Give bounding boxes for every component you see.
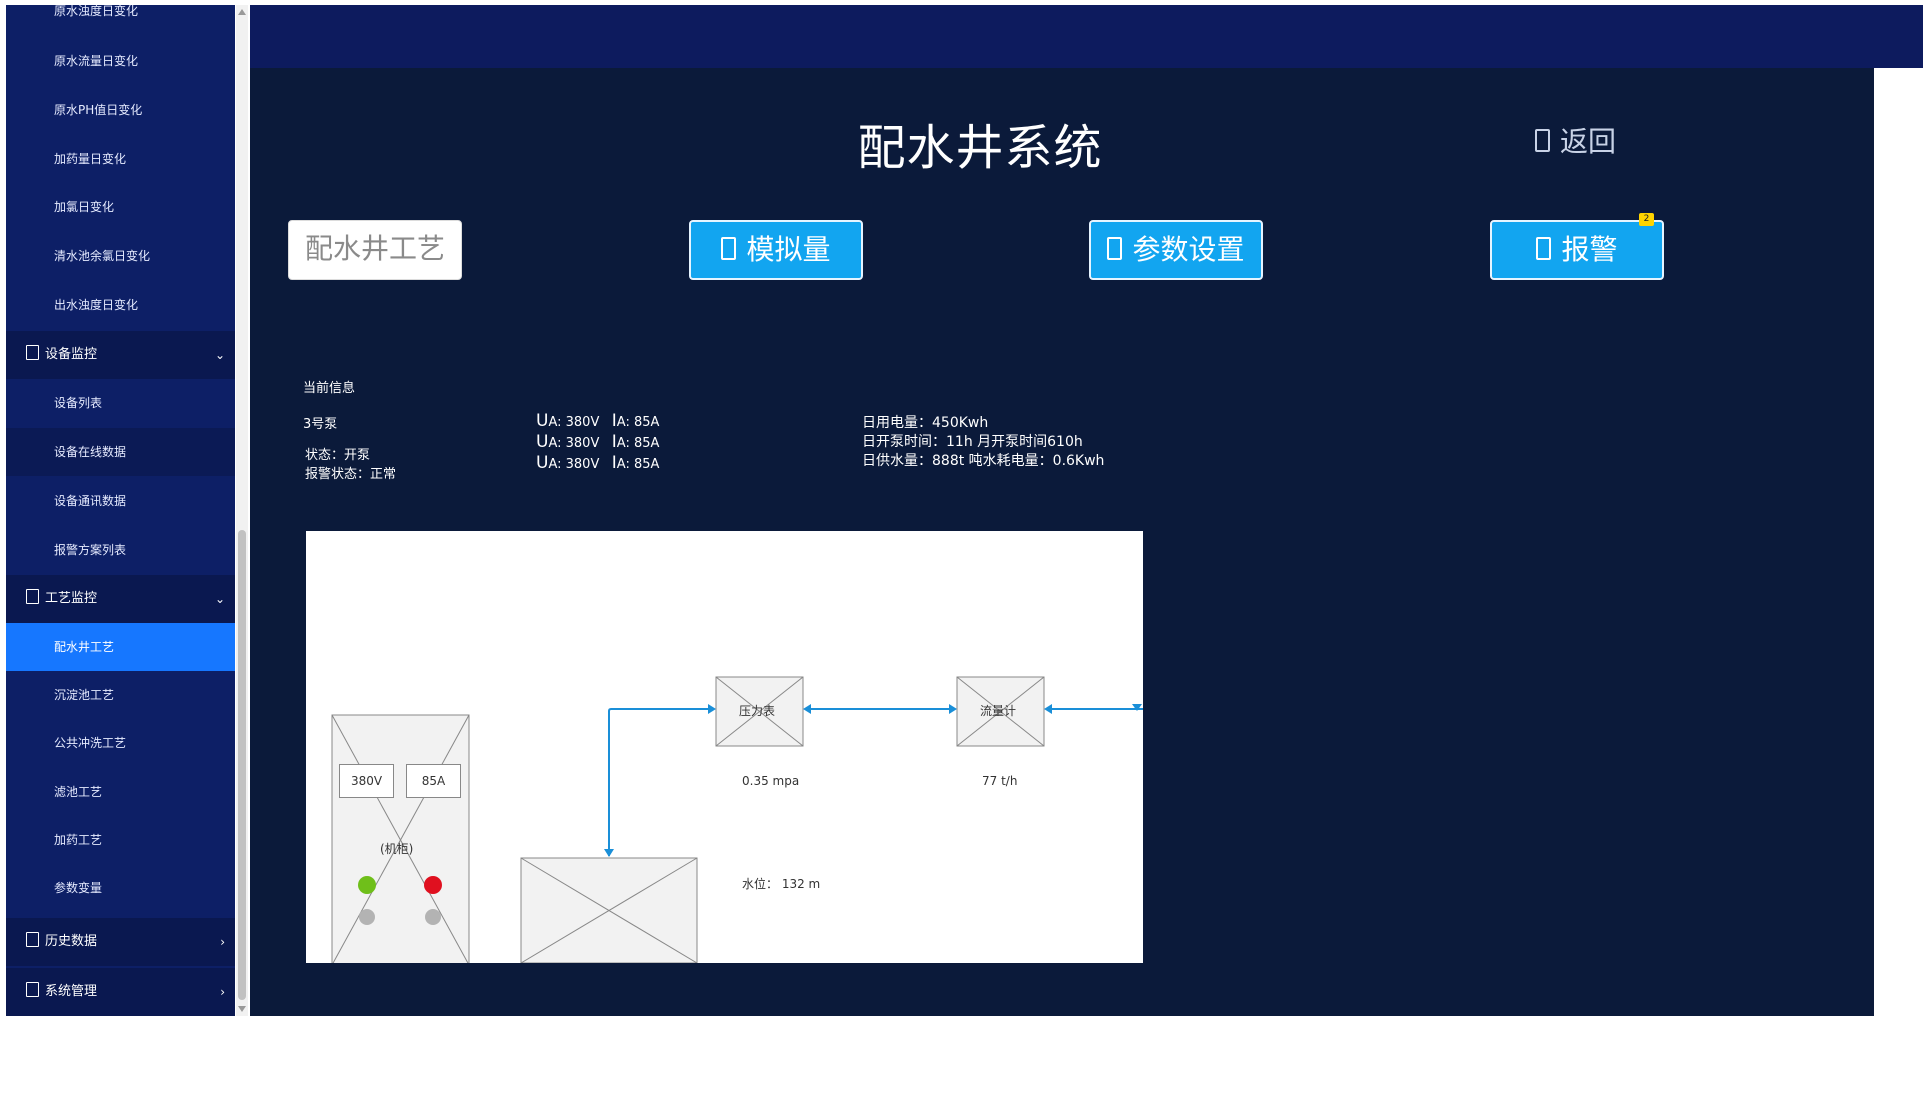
pipe-arrow <box>949 704 957 714</box>
chevron-right-icon: › <box>220 935 225 949</box>
sidebar-item-dosing-process[interactable]: 加药工艺 <box>6 816 235 864</box>
cabinet-cross-line <box>332 714 470 963</box>
pump-time: 日开泵时间：11h 月开泵时间610h <box>862 434 1083 450</box>
pump-name: 3号泵 <box>303 417 338 432</box>
back-link[interactable]: 返回 <box>1535 120 1616 160</box>
alarm-button[interactable]: 报警 2 <box>1490 213 1664 280</box>
sidebar-item-chlorine[interactable]: 加氯日变化 <box>6 183 235 231</box>
document-icon <box>26 932 39 947</box>
sidebar-group-process-monitor[interactable]: 工艺监控 ⌄ <box>6 575 235 623</box>
document-icon <box>26 589 39 604</box>
pipe-tank-to-gauge <box>608 708 714 856</box>
alarm-status: 报警状态：正常 <box>305 467 397 482</box>
alarm-badge: 2 <box>1639 213 1654 226</box>
sidebar: 原水浊度日变化 原水流量日变化 原水PH值日变化 加药量日变化 加氯日变化 清水… <box>6 5 235 1016</box>
sidebar-item-sedimentation[interactable]: 沉淀池工艺 <box>6 671 235 719</box>
sidebar-group-device-monitor[interactable]: 设备监控 ⌄ <box>6 331 235 379</box>
daily-power: 日用电量：450Kwh <box>862 415 989 431</box>
sidebar-item-dosing[interactable]: 加药量日变化 <box>6 135 235 183</box>
sidebar-item-raw-turbidity[interactable]: 原水浊度日变化 <box>6 5 235 35</box>
sidebar-item-device-online[interactable]: 设备在线数据 <box>6 428 235 476</box>
sidebar-item-device-comm[interactable]: 设备通讯数据 <box>6 477 235 525</box>
flow-value: 77 t/h <box>982 774 1018 788</box>
scroll-up-icon[interactable] <box>238 9 246 15</box>
lamp-green <box>358 876 376 894</box>
pressure-cross-line <box>715 676 804 747</box>
sidebar-item-param-vars[interactable]: 参数变量 <box>6 864 235 912</box>
top-header-bar <box>250 5 1923 68</box>
lamp-off <box>359 909 375 925</box>
electric-row: UA: 380V IA: 85A <box>536 432 660 452</box>
sidebar-item-device-list[interactable]: 设备列表 <box>6 379 235 427</box>
sidebar-item-flushing[interactable]: 公共冲洗工艺 <box>6 719 235 767</box>
flow-cross-line <box>956 676 1045 747</box>
back-icon <box>1535 128 1550 152</box>
info-heading: 当前信息 <box>303 381 356 396</box>
electric-row: UA: 380V IA: 85A <box>536 411 660 431</box>
page-title: 配水井系统 <box>857 120 1103 176</box>
sidebar-scrollbar[interactable] <box>236 5 248 1016</box>
water-level: 水位： 132 m <box>742 877 821 891</box>
pipe-arrow <box>708 704 716 714</box>
sidebar-group-system[interactable]: 系统管理 › <box>6 968 235 1016</box>
pipe-arrow <box>1044 704 1052 714</box>
analog-icon <box>721 236 737 260</box>
pump-status: 状态：开泵 <box>305 448 371 463</box>
cabinet-label: (机柜) <box>380 842 414 856</box>
pipe-arrow <box>1132 704 1142 711</box>
sidebar-item-residual-chlorine[interactable]: 清水池余氯日变化 <box>6 232 235 280</box>
cabinet-voltage: 380V <box>339 764 394 798</box>
electric-row: UA: 380V IA: 85A <box>536 453 660 473</box>
process-button[interactable]: 配水井工艺 <box>288 220 462 280</box>
params-button[interactable]: 参数设置 <box>1089 220 1263 280</box>
scroll-down-icon[interactable] <box>238 1006 246 1012</box>
chevron-down-icon: ⌄ <box>214 592 225 606</box>
sidebar-item-raw-ph[interactable]: 原水PH值日变化 <box>6 86 235 134</box>
document-icon <box>26 345 39 360</box>
cabinet-current: 85A <box>406 764 461 798</box>
chevron-right-icon: › <box>220 985 225 999</box>
sidebar-group-history[interactable]: 历史数据 › <box>6 918 235 966</box>
scroll-thumb[interactable] <box>238 530 246 1000</box>
document-icon <box>26 982 39 997</box>
process-diagram: 380V 85A (机柜) 压力表 流量计 0.35 mpa 77 t/h 水位… <box>306 531 1143 963</box>
pressure-label: 压力表 <box>739 704 776 718</box>
tank-cross-line <box>520 857 698 963</box>
sidebar-item-alarm-plans[interactable]: 报警方案列表 <box>6 526 235 574</box>
lamp-red <box>424 876 442 894</box>
pipe-arrow <box>604 849 614 857</box>
pipe-arrow <box>803 704 811 714</box>
flow-label: 流量计 <box>980 704 1017 718</box>
main-panel: 配水井系统 返回 配水井工艺 模拟量 参数设置 报警 2 当前信息 3号泵 状态… <box>250 68 1874 1016</box>
diagram-svg <box>331 676 1143 963</box>
chevron-down-icon: ⌄ <box>214 348 225 362</box>
water-supply: 日供水量：888t 吨水耗电量：0.6Kwh <box>862 453 1105 469</box>
lamp-off <box>425 909 441 925</box>
alarm-icon <box>1536 236 1552 260</box>
settings-icon <box>1107 236 1123 260</box>
sidebar-item-distribution-well[interactable]: 配水井工艺 <box>6 623 235 671</box>
analog-button[interactable]: 模拟量 <box>689 220 863 280</box>
pressure-value: 0.35 mpa <box>742 774 800 788</box>
sidebar-item-filter[interactable]: 滤池工艺 <box>6 768 235 816</box>
sidebar-item-outlet-turbidity[interactable]: 出水浊度日变化 <box>6 281 235 329</box>
sidebar-item-raw-flow[interactable]: 原水流量日变化 <box>6 37 235 85</box>
